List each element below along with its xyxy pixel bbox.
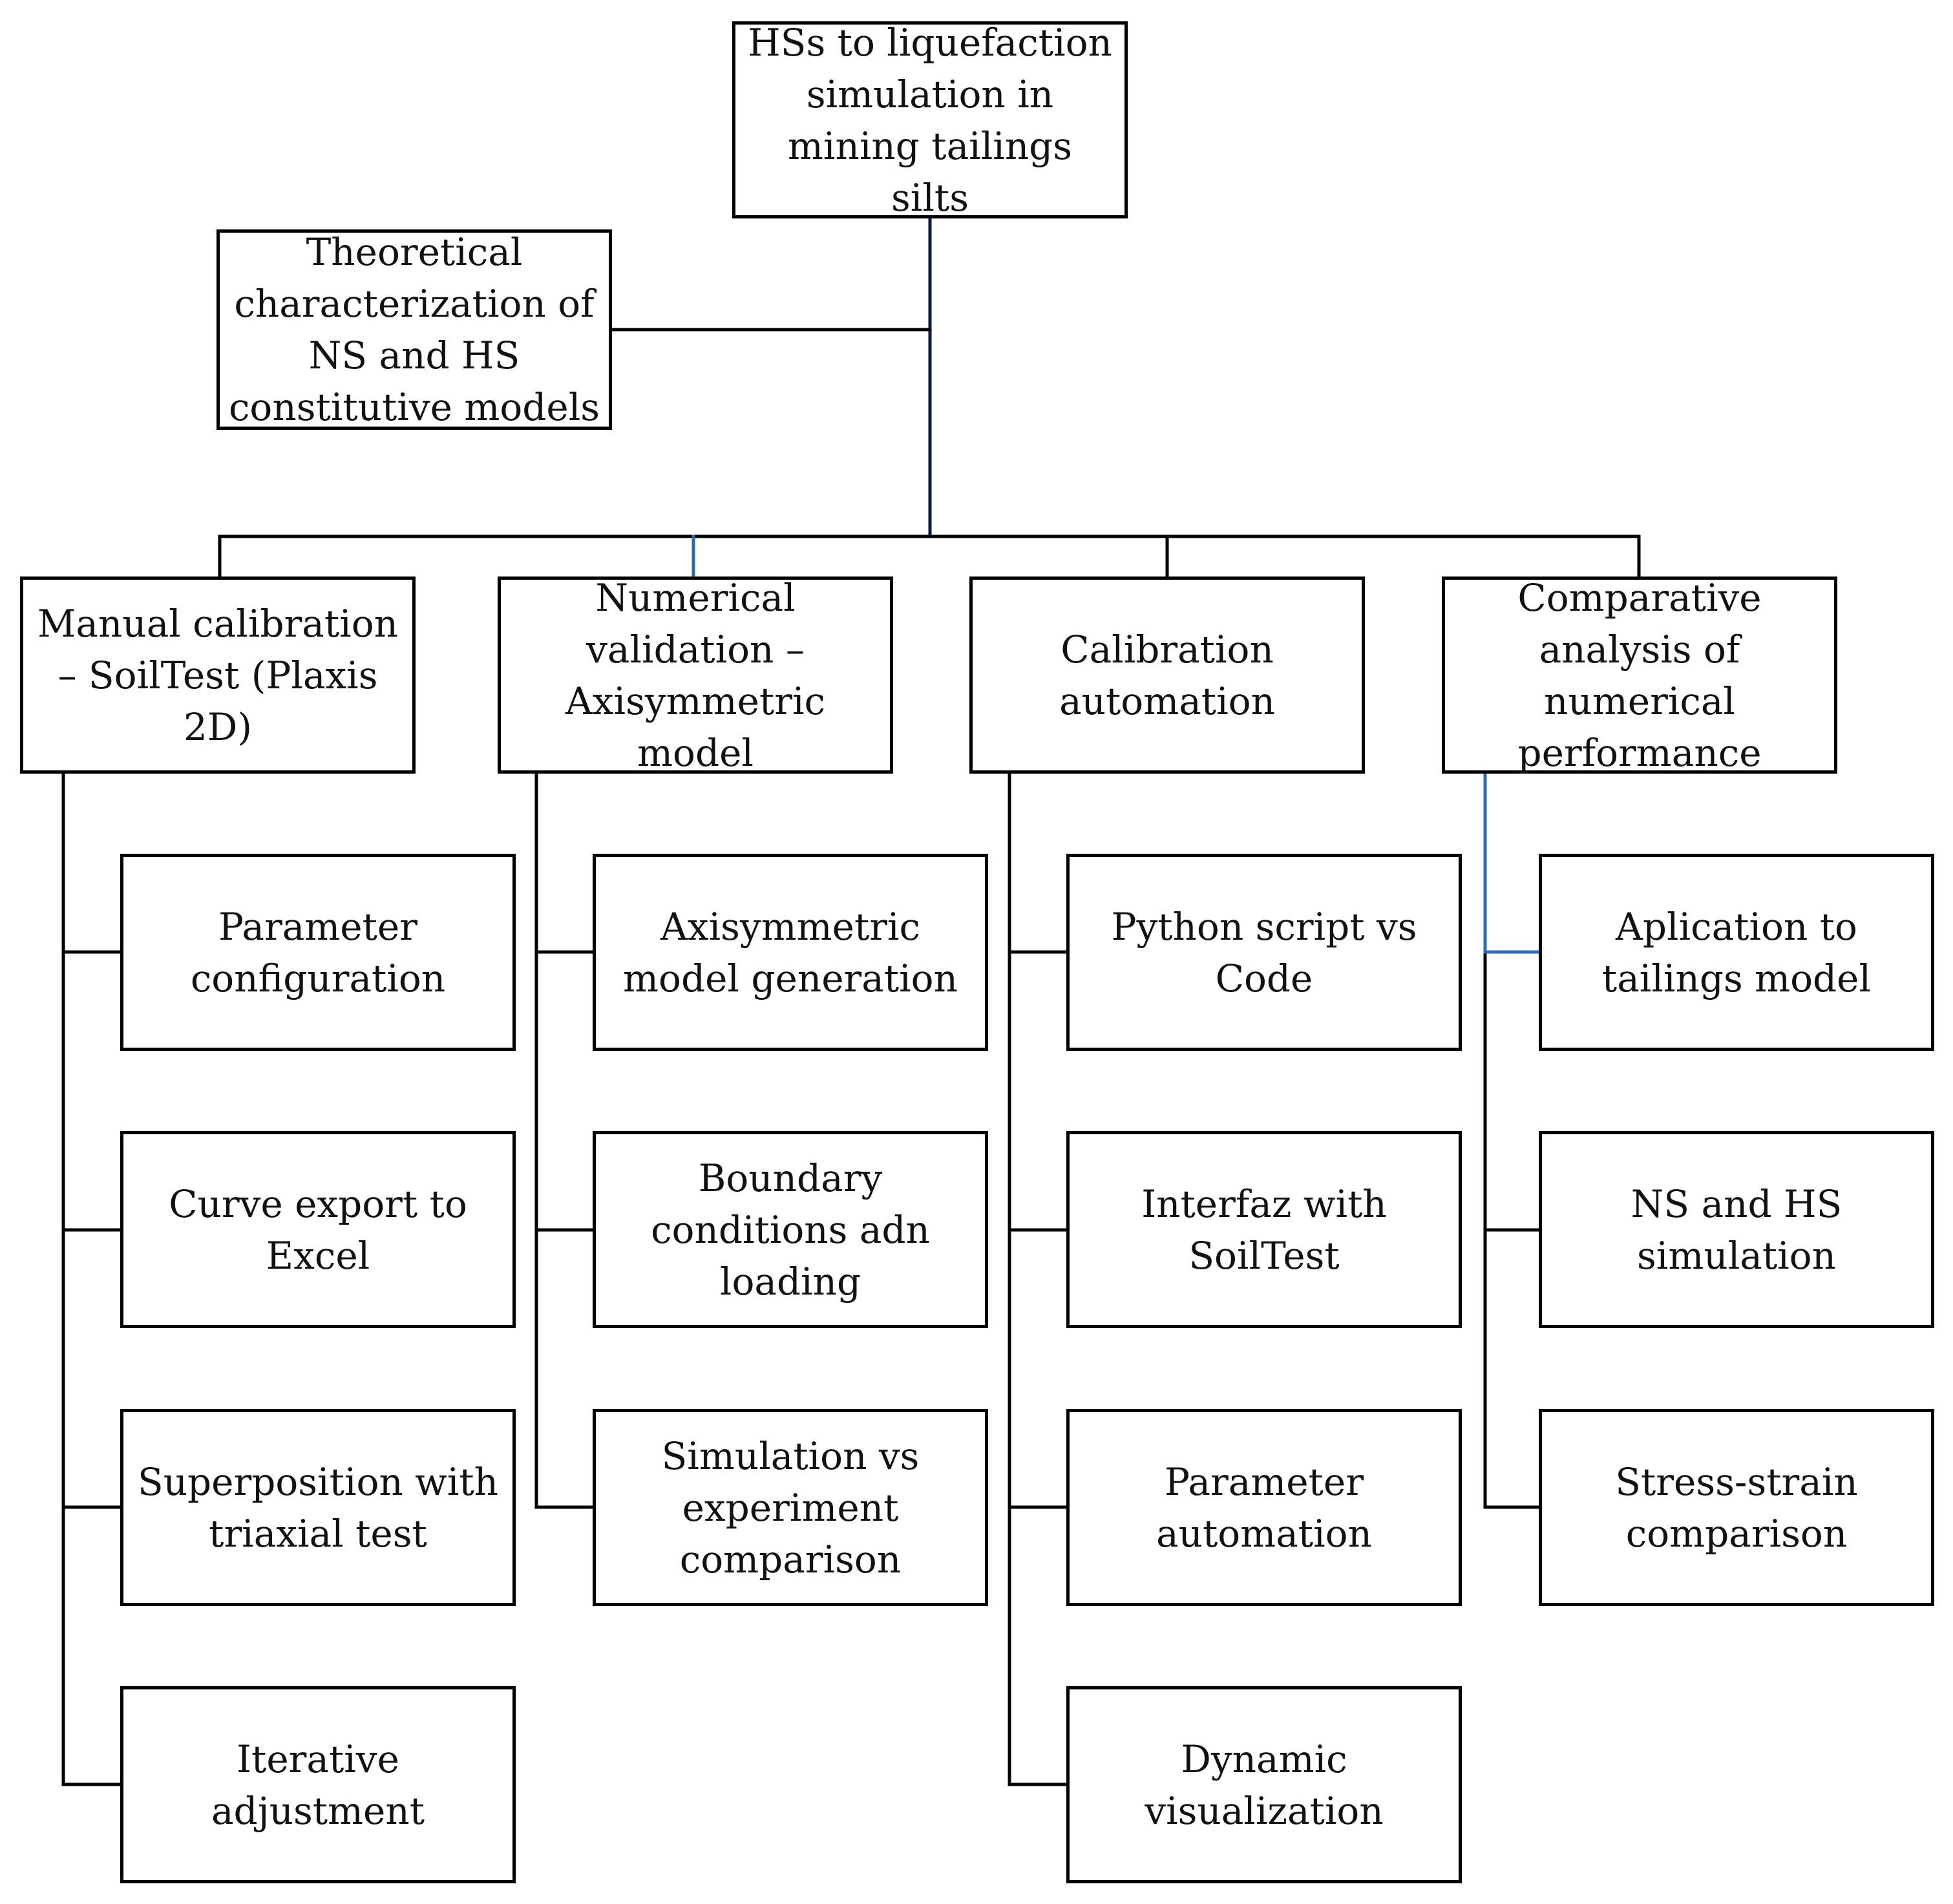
branch-node-label: Comparative analysis of numerical perfor…	[1517, 575, 1762, 775]
child-node-axisymmetric-generation: Axisymmetric model generation	[593, 854, 988, 1051]
child-node-python-script: Python script vs Code	[1066, 854, 1462, 1051]
branch-node-label: Calibration automation	[1059, 627, 1275, 723]
child-node-label: Axisymmetric model generation	[623, 904, 958, 1000]
branch-node-manual-calibration: Manual calibration – SoilTest (Plaxis 2D…	[20, 576, 416, 774]
child-node-label: Boundary conditions adn loading	[651, 1156, 930, 1304]
child-node-iterative-adjustment: Iterative adjustment	[120, 1686, 516, 1883]
child-node-label: Superposition with triaxial test	[137, 1459, 499, 1556]
child-node-dynamic-visualization: Dynamic visualization	[1066, 1686, 1462, 1883]
child-node-parameter-configuration: Parameter configuration	[120, 854, 516, 1051]
theory-node-label: Theoretical characterization of NS and H…	[228, 230, 600, 429]
child-node-application-tailings: Aplication to tailings model	[1539, 854, 1934, 1051]
child-node-label: Simulation vs experiment comparison	[661, 1433, 920, 1581]
child-node-label: Interfaz with SoilTest	[1141, 1181, 1387, 1278]
child-node-label: Aplication to tailings model	[1601, 904, 1872, 1000]
child-node-parameter-automation: Parameter automation	[1066, 1409, 1462, 1606]
root-node: HSs to liquefaction simulation in mining…	[732, 21, 1128, 220]
child-node-label: Python script vs Code	[1111, 904, 1417, 1000]
child-node-stress-strain: Stress-strain comparison	[1539, 1409, 1934, 1606]
child-node-curve-export: Curve export to Excel	[120, 1131, 516, 1328]
child-node-label: Curve export to Excel	[169, 1181, 467, 1278]
child-node-boundary-conditions: Boundary conditions adn loading	[593, 1131, 988, 1328]
child-node-simulation-vs-experiment: Simulation vs experiment comparison	[593, 1409, 988, 1606]
child-node-label: NS and HS simulation	[1631, 1181, 1842, 1278]
branch-node-comparative-analysis: Comparative analysis of numerical perfor…	[1442, 576, 1837, 775]
branch-node-numerical-validation: Numerical validation – Axisymmetric mode…	[498, 576, 893, 775]
theory-node: Theoretical characterization of NS and H…	[216, 229, 612, 430]
child-node-superposition: Superposition with triaxial test	[120, 1409, 516, 1606]
child-node-label: Stress-strain comparison	[1615, 1459, 1858, 1556]
branch-node-label: Manual calibration – SoilTest (Plaxis 2D…	[37, 601, 398, 749]
branch-node-label: Numerical validation – Axisymmetric mode…	[565, 575, 826, 775]
root-node-label: HSs to liquefaction simulation in mining…	[748, 20, 1112, 220]
child-node-label: Dynamic visualization	[1145, 1737, 1384, 1833]
branch-node-calibration-automation: Calibration automation	[969, 576, 1365, 774]
child-node-label: Iterative adjustment	[211, 1737, 425, 1833]
child-node-label: Parameter configuration	[190, 904, 446, 1000]
child-node-ns-hs-simulation: NS and HS simulation	[1539, 1131, 1934, 1328]
child-node-label: Parameter automation	[1156, 1459, 1372, 1556]
child-node-interfaz-soiltest: Interfaz with SoilTest	[1066, 1131, 1462, 1328]
